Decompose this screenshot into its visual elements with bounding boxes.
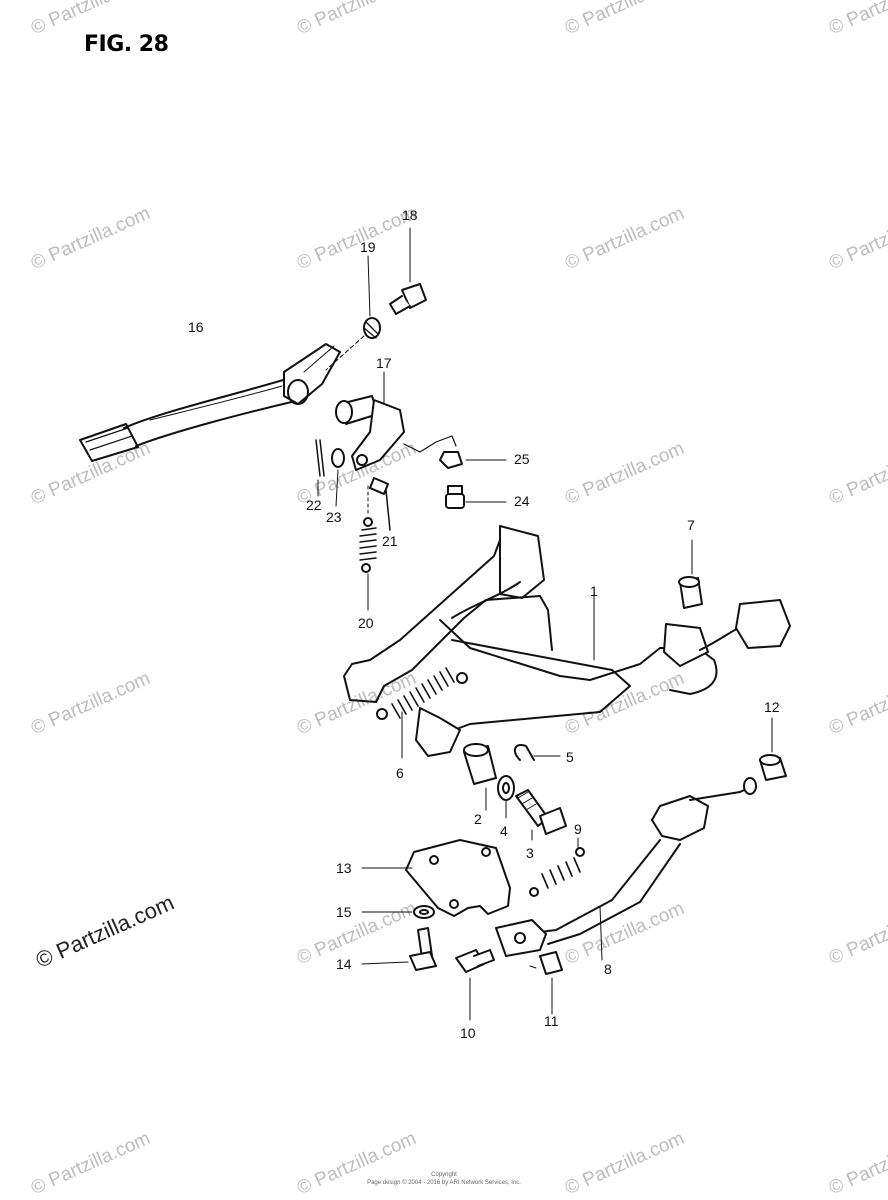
pin-part-21 [369,477,391,531]
cotter-pin-part-22 [315,439,325,497]
callout-12: 12 [764,699,780,715]
callout-4: 4 [500,823,508,839]
clip-part-5 [513,744,561,761]
callout-21: 21 [382,533,398,549]
washer-part-15 [361,905,435,919]
callout-7: 7 [687,517,695,533]
center-stand-part-1 [343,525,791,757]
footer-page-design: Page design © 2004 - 2016 by ARI Network… [367,1180,521,1186]
callout-23: 23 [326,509,342,525]
bolt-part-24 [445,485,507,509]
washer-part-4 [497,775,515,819]
figure-title: FIG. 28 [84,32,169,57]
bolt-part-10 [455,949,495,1021]
bracket-plate-part-13 [361,839,511,917]
callout-8: 8 [604,961,612,977]
side-stand-arm-part-8 [495,777,757,961]
callout-9: 9 [574,821,582,837]
callout-3: 3 [526,845,534,861]
bolt-part-3 [515,789,567,841]
callout-10: 10 [460,1025,476,1041]
callout-25: 25 [514,451,530,467]
callout-1: 1 [590,583,598,599]
callout-24: 24 [514,493,530,509]
callout-17: 17 [376,355,392,371]
washer-part-19 [325,255,381,371]
callout-15: 15 [336,904,352,920]
callout-2: 2 [474,811,482,827]
washer-part-23 [331,448,345,507]
bushing-part-2 [463,743,497,811]
callout-18: 18 [402,207,418,223]
spring-part-20 [359,485,377,611]
callout-13: 13 [336,860,352,876]
callout-5: 5 [566,749,574,765]
callout-16: 16 [188,319,204,335]
callout-11: 11 [544,1013,559,1029]
nut-part-11 [529,951,563,1015]
callout-14: 14 [336,956,352,972]
callout-22: 22 [306,497,322,513]
bolt-part-18 [389,227,427,315]
callout-19: 19 [360,239,376,255]
nut-part-25 [439,451,507,469]
rubber-part-7 [678,539,703,609]
spring-part-6 [376,667,468,759]
rubber-part-12 [759,717,787,781]
pedal-shaft-part-17 [335,371,405,471]
callout-20: 20 [358,615,374,631]
callout-6: 6 [396,765,404,781]
bolt-part-14 [361,927,437,971]
footer-copyright: Copyright [431,1172,457,1178]
brake-pedal-lever-part [79,343,341,462]
spring-part-9 [529,837,585,897]
